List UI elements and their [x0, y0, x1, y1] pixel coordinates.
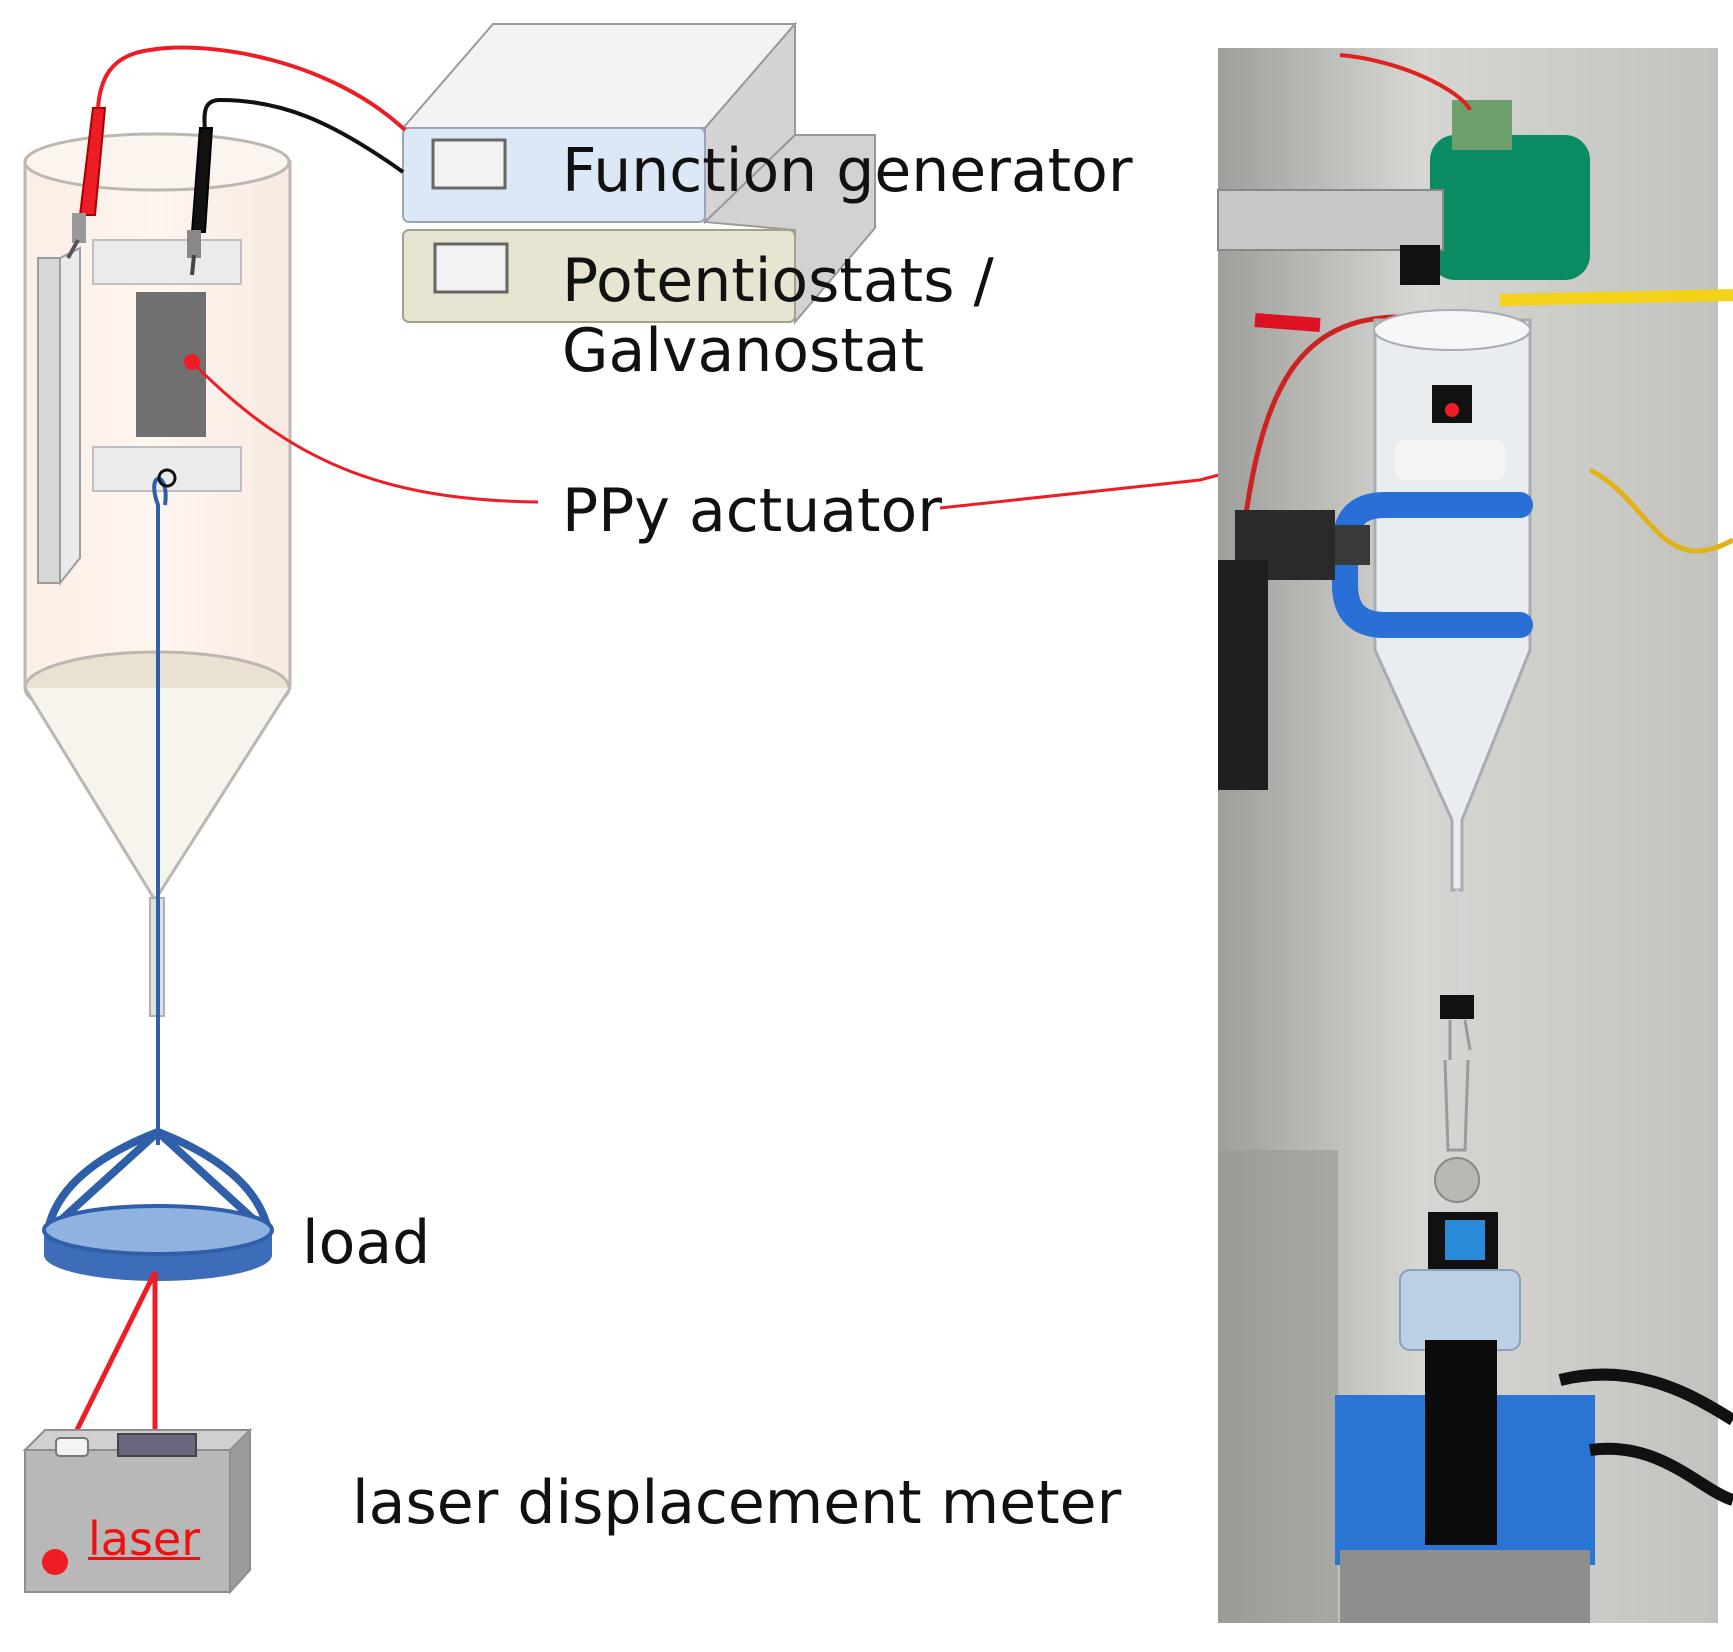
- laser-meter-box: [22, 1427, 253, 1595]
- potentiostat-label-line1: Potentiostats /: [562, 246, 994, 316]
- laser-tag-label: laser: [88, 1512, 201, 1566]
- laser-beam-emit: [69, 1270, 158, 1442]
- string-hook: [157, 468, 177, 488]
- load-pan: [42, 1128, 274, 1281]
- load-label: load: [302, 1208, 431, 1278]
- red-wire: [96, 45, 407, 132]
- actuator-label: PPy actuator: [562, 476, 942, 546]
- actuator-leader-left: [193, 363, 539, 504]
- red-clip-icon: [66, 107, 107, 259]
- load-string: [152, 476, 168, 1145]
- potentiostat-device: [402, 134, 876, 325]
- experiment-photo: [1217, 48, 1733, 1623]
- black-wire: [202, 97, 405, 174]
- laser-meter-label: laser displacement meter: [352, 1468, 1122, 1538]
- black-clip-icon: [187, 127, 214, 276]
- counter-electrode: [37, 246, 81, 586]
- top-clamp: [92, 239, 242, 285]
- function-generator-label: Function generator: [562, 136, 1133, 206]
- function-generator-device: [400, 21, 798, 225]
- potentiostat-label-line2: Galvanostat: [562, 316, 925, 386]
